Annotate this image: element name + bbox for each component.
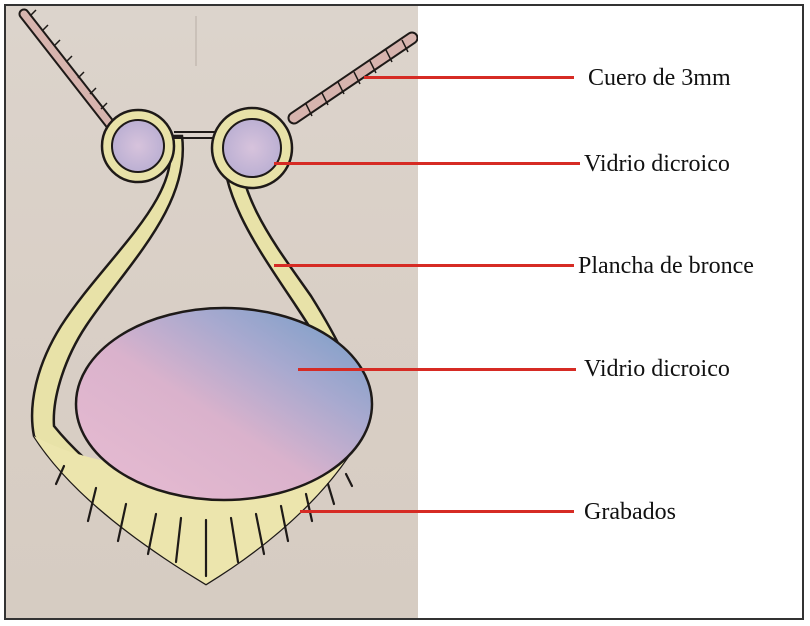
label-bronze: Plancha de bronce [578, 253, 754, 279]
leader-line-bronze [274, 264, 574, 267]
leather-cord-right [287, 31, 418, 125]
leader-line-glass-top [274, 162, 580, 165]
leader-line-leather [364, 76, 574, 79]
pendant-drawing [6, 6, 418, 618]
engravings [54, 464, 354, 578]
label-glass-main: Vidrio dicroico [584, 356, 730, 382]
label-engravings: Grabados [584, 499, 676, 525]
leather-cord-left [18, 8, 116, 130]
right-loop [210, 106, 294, 190]
left-loop [100, 108, 176, 184]
label-glass-top: Vidrio dicroico [584, 151, 730, 177]
diagram-frame: Cuero de 3mm Vidrio dicroico Plancha de … [4, 4, 804, 620]
leader-line-glass-main [298, 368, 576, 371]
leader-line-engravings [300, 510, 574, 513]
main-glass [74, 306, 374, 502]
label-leather: Cuero de 3mm [588, 65, 731, 91]
